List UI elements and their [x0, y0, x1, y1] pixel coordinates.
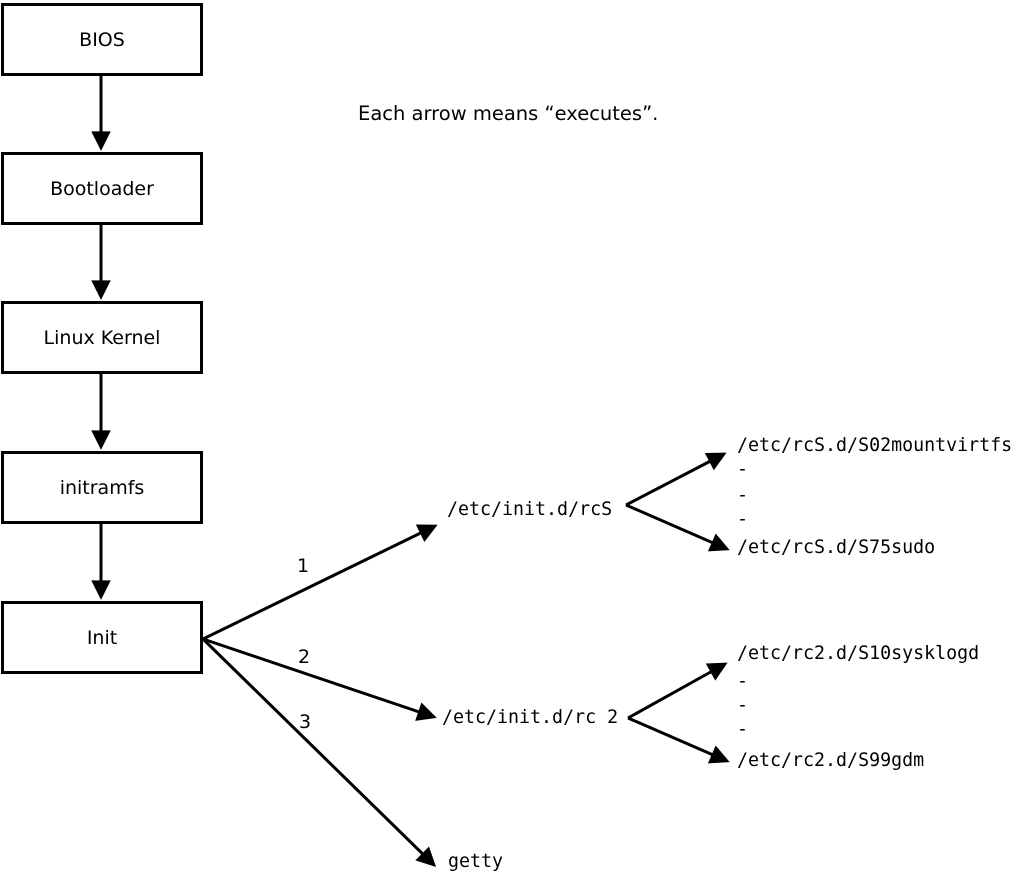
rcs-script-s02mountvirtfs: /etc/rcS.d/S02mountvirtfs: [737, 435, 1013, 456]
arrow-rc2-to-s10sysklogd: [627, 662, 728, 720]
flow-box-bootloader-label: Bootloader: [50, 177, 154, 200]
diagram-caption: Each arrow means “executes”.: [358, 102, 659, 125]
rc2-script-s10sysklogd: /etc/rc2.d/S10sysklogd: [737, 643, 980, 664]
branch-2-number: 2: [298, 646, 311, 668]
arrow-rcs-to-s02mountvirtfs: [625, 452, 727, 507]
flow-box-linux-kernel-label: Linux Kernel: [43, 326, 161, 349]
rcs-script-gap-3: -: [737, 509, 749, 530]
arrow-init-to-rc2: [202, 637, 437, 721]
rcs-script-s75sudo: /etc/rcS.d/S75sudo: [737, 537, 936, 558]
rc2-script-gap-3: -: [737, 719, 749, 740]
rc2-script-s99gdm: /etc/rc2.d/S99gdm: [737, 750, 925, 771]
arrow-rc2-to-s99gdm: [627, 716, 730, 764]
flow-box-bios-label: BIOS: [79, 28, 125, 51]
flow-box-linux-kernel: Linux Kernel: [1, 301, 203, 374]
rc2-script-gap-1: -: [737, 671, 749, 692]
branch-3-target: getty: [448, 851, 504, 872]
branch-1-number: 1: [297, 555, 310, 577]
arrow-init-to-getty: [201, 637, 437, 868]
flow-box-bios: BIOS: [1, 3, 203, 76]
flow-box-init-label: Init: [86, 626, 118, 649]
flow-box-initramfs-label: initramfs: [59, 476, 145, 499]
rcs-script-gap-1: -: [737, 459, 749, 480]
branch-3-number: 3: [299, 711, 312, 733]
rcs-script-gap-2: -: [737, 485, 749, 506]
flow-box-initramfs: initramfs: [1, 451, 203, 524]
flow-box-bootloader: Bootloader: [1, 152, 203, 225]
branch-1-target: /etc/init.d/rcS: [447, 499, 613, 520]
arrow-rcs-to-s75sudo: [625, 503, 730, 552]
arrow-init-to-rcs: [202, 524, 438, 641]
rc2-script-gap-2: -: [737, 695, 749, 716]
flow-box-init: Init: [1, 601, 203, 674]
branch-2-target: /etc/init.d/rc 2: [442, 707, 619, 728]
